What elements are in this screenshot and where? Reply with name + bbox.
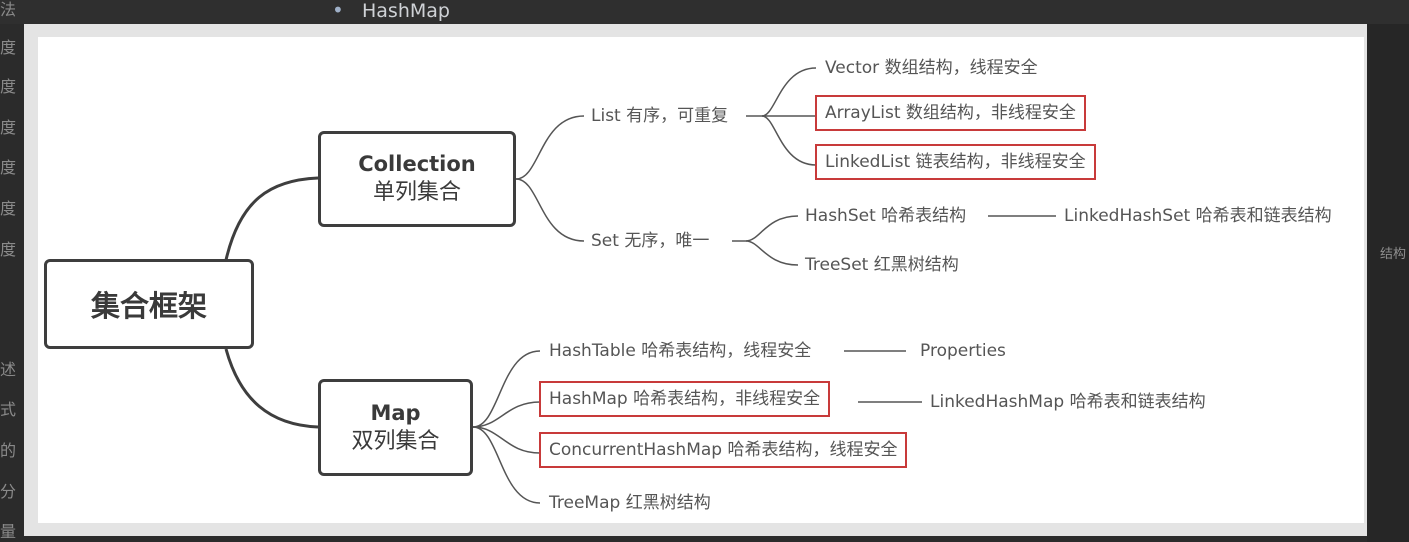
connector-collection-set bbox=[515, 178, 585, 242]
connector-list-vector bbox=[761, 67, 817, 117]
sidebar-char: 度 bbox=[0, 158, 17, 177]
vector-node: Vector 数组结构，线程安全 bbox=[825, 58, 1038, 78]
collection-node: Collection 单列集合 bbox=[318, 131, 516, 227]
right-panel-label: 结构 bbox=[1380, 247, 1407, 262]
list-node: List 有序，可重复 bbox=[591, 106, 729, 126]
sidebar-char: 量 bbox=[0, 522, 17, 541]
sidebar-char: 式 bbox=[0, 400, 17, 419]
root-node: 集合框架 bbox=[44, 259, 254, 349]
connector-root-collection bbox=[224, 176, 319, 261]
connector-map-hashtable bbox=[472, 350, 541, 428]
hashset-node: HashSet 哈希表结构 bbox=[805, 206, 967, 226]
map-node: Map 双列集合 bbox=[318, 379, 473, 476]
properties-node: Properties bbox=[920, 341, 1006, 361]
sidebar-char: 度 bbox=[0, 38, 17, 57]
collection-title: Collection bbox=[358, 152, 476, 176]
connector-map-treemap bbox=[472, 426, 541, 504]
sidebar-char: 度 bbox=[0, 199, 17, 218]
connector-list-linkedlist bbox=[761, 115, 817, 166]
sidebar-char: 度 bbox=[0, 118, 17, 137]
connector-map-hashmap bbox=[472, 401, 541, 428]
connector-set-hashset bbox=[745, 215, 799, 242]
sidebar-char: 度 bbox=[0, 77, 17, 96]
sidebar-char: 述 bbox=[0, 360, 17, 379]
background-header bbox=[0, 0, 1409, 24]
connector-root-map bbox=[224, 348, 319, 429]
linkedhashset-node: LinkedHashSet 哈希表和链表结构 bbox=[1064, 206, 1332, 226]
connector-map-concurrent bbox=[472, 426, 541, 454]
treemap-node: TreeMap 红黑树结构 bbox=[549, 493, 711, 513]
linkedlist-node: LinkedList 链表结构，非线程安全 bbox=[815, 144, 1096, 180]
sidebar-char: 度 bbox=[0, 240, 17, 259]
connector-collection-list bbox=[515, 115, 585, 180]
collection-subtitle: 单列集合 bbox=[372, 180, 461, 205]
sidebar-char: 的 bbox=[0, 441, 17, 460]
sidebar-char: 分 bbox=[0, 482, 17, 501]
linkedhashmap-node: LinkedHashMap 哈希表和链表结构 bbox=[930, 392, 1206, 412]
concurrenthashmap-node: ConcurrentHashMap 哈希表结构，线程安全 bbox=[539, 432, 908, 468]
set-node: Set 无序，唯一 bbox=[591, 231, 710, 251]
connector-set-treeset bbox=[745, 240, 799, 266]
arraylist-node: ArrayList 数组结构，非线程安全 bbox=[815, 95, 1086, 131]
background-list-item: HashMap bbox=[362, 0, 450, 22]
map-subtitle: 双列集合 bbox=[351, 428, 440, 454]
treeset-node: TreeSet 红黑树结构 bbox=[805, 255, 959, 275]
hashmap-node: HashMap 哈希表结构，非线程安全 bbox=[539, 381, 831, 417]
right-panel bbox=[1367, 24, 1409, 542]
sidebar-char: 法 bbox=[0, 0, 17, 19]
root-label: 集合框架 bbox=[90, 289, 207, 323]
map-title: Map bbox=[370, 400, 421, 425]
hashtable-node: HashTable 哈希表结构，线程安全 bbox=[549, 341, 812, 361]
bullet-icon: • bbox=[332, 0, 344, 22]
